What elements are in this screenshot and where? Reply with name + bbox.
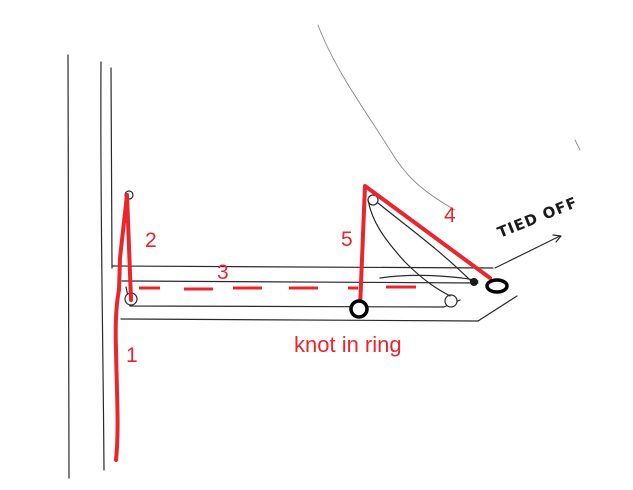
beam-rope-underline: [125, 286, 461, 308]
label-5: 5: [341, 228, 353, 251]
label-4: 4: [444, 204, 456, 227]
red-rope: [113, 184, 492, 462]
ring-knot-icon: [349, 299, 369, 319]
beam-mid-line: [121, 280, 479, 284]
background-mark: [574, 139, 581, 151]
rope-loop-left: [367, 199, 451, 297]
knot-dot: [470, 278, 478, 286]
label-1: 1: [126, 344, 138, 367]
beam-end-line: [477, 295, 518, 322]
rope-loop-right: [377, 202, 474, 284]
wall-inner-line: [100, 61, 105, 471]
beam: [111, 265, 518, 322]
label-3: 3: [217, 261, 229, 284]
tied-off-arrow: [494, 235, 561, 269]
wall-trim-line: [110, 67, 113, 269]
knot-in-ring-label: knot in ring: [294, 332, 402, 357]
ring-tied-off-icon: [485, 278, 509, 294]
arrow-head-icon: [552, 234, 562, 243]
rope-segment-1: [113, 193, 129, 462]
tied-off-label: TIED OFF: [495, 193, 581, 242]
rope-segment-5-4: [358, 184, 492, 310]
wall-lines: [67, 54, 113, 479]
rope-segment-2: [125, 193, 133, 302]
rope-segment-3-dashes: [139, 285, 416, 291]
beam-top-line: [111, 265, 494, 269]
rope-cross: [379, 274, 479, 282]
wall-outer-line: [67, 54, 70, 479]
beam-bottom-line: [120, 318, 479, 322]
background-slope-line: [317, 24, 456, 211]
label-2: 2: [145, 229, 157, 252]
pulley-right-icon: [444, 294, 458, 308]
